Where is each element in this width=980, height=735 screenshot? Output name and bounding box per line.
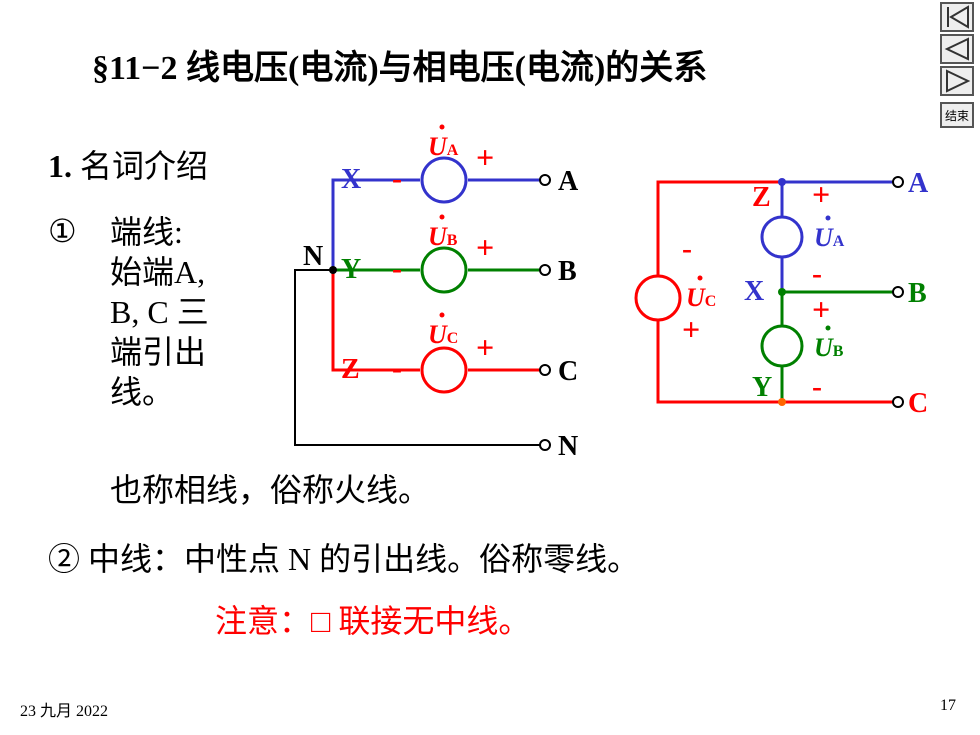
next-page-button[interactable] xyxy=(940,66,974,96)
footer-date: 23 九月 2022 xyxy=(20,703,109,720)
source-label-b: UB xyxy=(428,222,458,251)
neutral-node xyxy=(329,266,337,274)
terminal-line: 线。 xyxy=(110,374,175,410)
terminal-description: 端线: 始端A, B, C 三 端引出 线。 xyxy=(110,212,209,412)
delta-terminal-c xyxy=(892,396,904,408)
terminal-line: 端引出 xyxy=(110,334,207,370)
terminal-c xyxy=(539,364,551,376)
first-page-icon xyxy=(947,5,969,29)
label-n: N xyxy=(303,241,323,272)
item-marker: ① xyxy=(48,213,77,249)
neutral-line-text: ② 中线：中性点 N 的引出线。俗称零线。 xyxy=(48,541,640,577)
label-y: Y xyxy=(341,254,361,285)
note-text: 注意：□ 联接无中线。 xyxy=(215,603,531,639)
terminal-line: B, C 三 xyxy=(110,294,209,330)
phase-c-source xyxy=(420,346,468,394)
delta-circuit: A B C Z X Y + - + - - + UA UB UC xyxy=(634,168,929,419)
delta-source-c xyxy=(634,274,682,322)
delta-plus-b: + xyxy=(812,291,830,327)
phase-b-source xyxy=(420,246,468,294)
plus-c: + xyxy=(476,329,494,365)
prev-page-icon xyxy=(944,37,969,61)
delta-minus-b: - xyxy=(812,370,822,403)
terminal-a xyxy=(539,174,551,186)
phase-c-loop xyxy=(656,180,893,404)
delta-minus-c: - xyxy=(682,232,692,265)
terminal-label-c: C xyxy=(558,356,578,387)
delta-terminal-label-c: C xyxy=(908,388,928,419)
minus-b: - xyxy=(392,252,402,285)
minus-c: - xyxy=(392,352,402,385)
delta-label-y: Y xyxy=(752,372,772,403)
label-x: X xyxy=(341,164,361,195)
delta-plus-a: + xyxy=(812,176,830,212)
node-z xyxy=(778,178,786,186)
terminal-n xyxy=(539,439,551,451)
star-circuit: X Y Z N - + - + - + UA UB UC A B C N xyxy=(294,124,579,462)
delta-minus-a: - xyxy=(812,257,822,290)
terminal-line: 端线: xyxy=(110,214,183,250)
phase-c-wire xyxy=(331,270,540,372)
dot-a xyxy=(439,124,445,130)
plus-a: + xyxy=(476,139,494,175)
delta-source-label-b: UB xyxy=(814,333,844,362)
label-z: Z xyxy=(341,354,360,385)
terminal-label-b: B xyxy=(558,256,577,287)
plus-b: + xyxy=(476,229,494,265)
node-x xyxy=(778,288,786,296)
dot-b xyxy=(439,214,445,220)
delta-source-label-a: UA xyxy=(814,223,845,252)
delta-plus-c: + xyxy=(682,311,700,347)
terminal-b xyxy=(539,264,551,276)
minus-a: - xyxy=(392,162,402,195)
end-button[interactable]: 结束 xyxy=(940,102,974,128)
phase-a-wire xyxy=(331,178,540,270)
delta-terminal-label-b: B xyxy=(908,278,927,309)
next-page-icon xyxy=(946,69,971,93)
delta-source-a xyxy=(760,215,804,259)
also-called-text: 也称相线，俗称火线。 xyxy=(110,472,431,508)
phase-a-wire-delta xyxy=(780,180,893,292)
node-y xyxy=(778,398,786,406)
dot-c xyxy=(439,312,445,318)
delta-label-x: X xyxy=(744,276,764,307)
delta-label-z: Z xyxy=(752,182,771,213)
section-label: 名词介绍 xyxy=(80,148,209,184)
source-label-c: UC xyxy=(428,320,458,349)
terminal-label-n: N xyxy=(558,431,578,462)
delta-dot-b xyxy=(825,325,831,331)
phase-b-wire-delta xyxy=(780,290,893,402)
neutral-wire xyxy=(294,269,540,446)
page-title: §11−2 线电压(电流)与相电压(电流)的关系 xyxy=(92,50,708,87)
page-number: 17 xyxy=(940,697,956,714)
circuit-diagrams: X Y Z N - + - + - + UA UB UC A B C N xyxy=(294,124,929,462)
delta-dot-c xyxy=(697,275,703,281)
first-page-button[interactable] xyxy=(940,2,974,32)
source-label-a: UA xyxy=(428,132,459,161)
delta-dot-a xyxy=(825,215,831,221)
phase-a-source xyxy=(420,156,468,204)
section-number: 1. xyxy=(48,148,72,184)
terminal-label-a: A xyxy=(558,166,579,197)
delta-terminal-label-a: A xyxy=(908,168,929,199)
delta-terminal-b xyxy=(892,286,904,298)
prev-page-button[interactable] xyxy=(940,34,974,64)
delta-source-label-c: UC xyxy=(686,283,716,312)
delta-terminal-a xyxy=(892,176,904,188)
section-heading: 1. 名词介绍 xyxy=(48,141,208,187)
terminal-line: 始端A, xyxy=(110,254,206,290)
delta-source-b xyxy=(760,324,804,368)
